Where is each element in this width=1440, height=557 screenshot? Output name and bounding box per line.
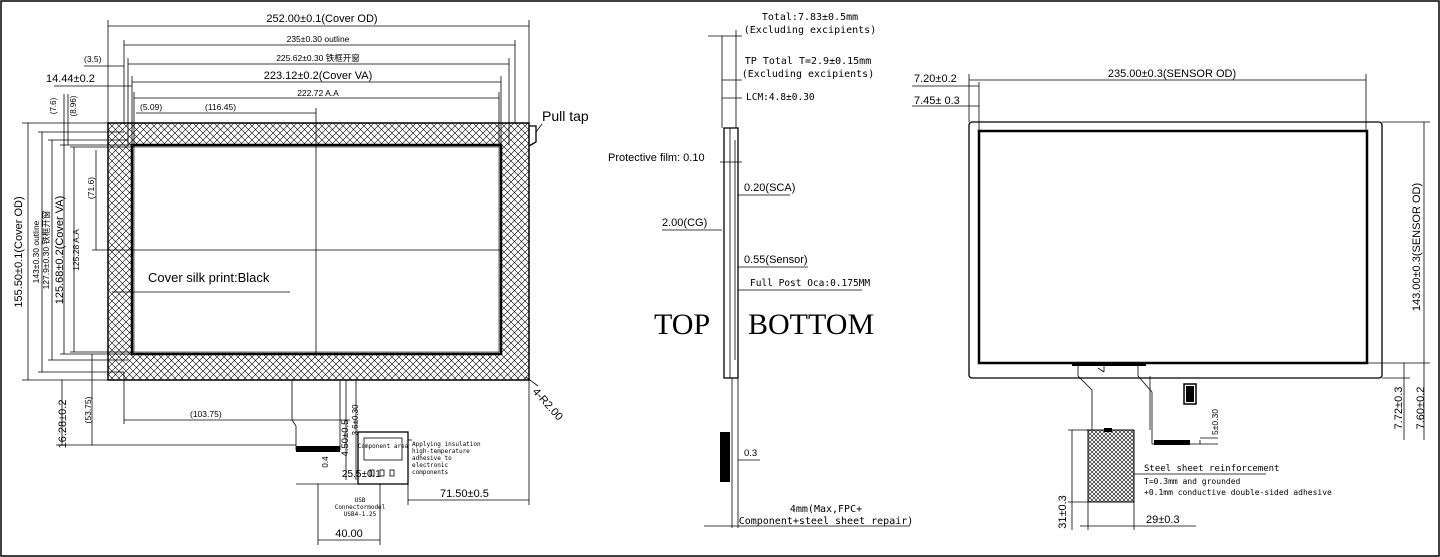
fpc-connector-black xyxy=(296,446,340,452)
dim-71-6: (71.6) xyxy=(86,177,96,199)
dim-4-50: 4.50±0.5 xyxy=(340,420,351,457)
sensor-fpc-left xyxy=(1077,366,1093,431)
sensor-od-width: 235.00±0.3(SENSOR OD) xyxy=(1108,68,1236,80)
tp-total-thickness: TP Total T=2.9±0.15mm xyxy=(745,56,871,67)
insulation-note-4: electronic xyxy=(412,462,449,469)
steel-note-1: Steel sheet reinforcement xyxy=(1144,464,1279,474)
dim-103-75: (103.75) xyxy=(190,409,222,419)
lcm-thickness: LCM:4.8±0.30 xyxy=(746,92,815,103)
bottom-label: BOTTOM xyxy=(748,308,874,341)
aa-height-label: 125.28 A.A xyxy=(71,229,81,271)
connector-label-2: Connectormodel xyxy=(335,504,386,511)
insulation-note-3: adhesive to xyxy=(412,455,452,462)
sensor-view: 7.20±0.2 7.45± 0.3 235.00±0.3(SENSOR OD)… xyxy=(912,68,1430,530)
front-view: 252.00±0.1(Cover OD) 235±0.30 outline 22… xyxy=(13,13,589,545)
cover-va-height-label: 125.68±0.2(Cover VA) xyxy=(54,196,66,305)
dim-0-4: 0.4 xyxy=(321,456,330,468)
dim-3-5: (3.5) xyxy=(84,54,102,64)
dim-40-00: 40.00 xyxy=(335,528,363,540)
bezel-height-label: 127.9±0.30 铁框开窗 xyxy=(41,211,51,290)
cg-label: 2.00(CG) xyxy=(662,217,707,229)
cover-va-width-label: 223.12±0.2(Cover VA) xyxy=(264,70,373,82)
dim-16-28: 16.28±0.2 xyxy=(57,400,69,449)
dim-71-50: 71.50±0.5 xyxy=(440,488,489,500)
dim-29: 29±0.3 xyxy=(1146,514,1180,526)
steel-sheet-reinforcement xyxy=(1087,429,1135,503)
steel-sheet-tab xyxy=(1104,428,1112,432)
cover-viewing-area xyxy=(130,143,503,356)
steel-note-3: +0.1mm conductive double-sided adhesive xyxy=(1144,488,1332,497)
sensor-fpc-right xyxy=(1137,366,1201,445)
sensor-fpc-contacts xyxy=(1154,440,1190,445)
dim-53-75: (53.75) xyxy=(83,396,93,423)
dim-7-60: 7.60±0.2 xyxy=(1415,387,1427,430)
sensor-fpc-stiffener-fill xyxy=(1186,386,1194,402)
steel-note-2: T=0.3mm and grounded xyxy=(1144,477,1241,486)
active-area xyxy=(133,146,500,353)
dim-7-6: (7.6) xyxy=(49,97,58,114)
sensor-outline xyxy=(968,121,1383,379)
pull-tap-shape xyxy=(528,125,537,147)
sensor-fpc-bond xyxy=(1072,362,1146,366)
component-board xyxy=(357,431,409,485)
dim-7-20: 7.20±0.2 xyxy=(914,73,957,85)
fpc-note-1: 4mm(Max,FPC+ xyxy=(790,504,862,515)
sensor-label: 0.55(Sensor) xyxy=(744,254,808,266)
stack-body xyxy=(723,127,739,379)
sca-label: 0.20(SCA) xyxy=(744,182,795,194)
bezel-width-label: 225.62±0.30 铁框开窗 xyxy=(276,53,360,63)
protective-film-label: Protective film: 0.10 xyxy=(608,152,705,164)
dim-8-96: (8.96) xyxy=(69,95,78,116)
dim-5: 5±0.30 xyxy=(1210,409,1220,435)
dim-7-72: 7.72±0.3 xyxy=(1393,387,1405,430)
oca-label: Full Post Oca:0.175MM xyxy=(750,278,870,289)
connector-label-1: USB xyxy=(355,497,366,504)
fpc-note-2: Component+steel sheet repair) xyxy=(739,516,914,527)
dim-116-45: (116.45) xyxy=(205,102,236,112)
insulation-note-1: Applying insulation xyxy=(412,441,481,448)
dim-3-6: 3.6±0.30 xyxy=(351,404,360,436)
dim-5-09: (5.09) xyxy=(140,102,162,112)
aa-width-label: 222.72 A.A xyxy=(297,88,339,98)
connector-label-3: USB4-1.25 xyxy=(344,511,377,518)
outline-height-label: 143±0.30 outline xyxy=(31,220,41,283)
cover-od-height-label: 155.50±0.1(Cover OD) xyxy=(13,196,25,307)
side-view: Total:7.83±0.5mm (Excluding excipients) … xyxy=(608,12,913,528)
side-dim-0-3: 0.3 xyxy=(744,448,757,459)
corner-radius-label: 4-R2.00 xyxy=(530,386,565,423)
insulation-note-2: high-temperature xyxy=(412,448,470,455)
silk-print-label: Cover silk print:Black xyxy=(148,270,270,285)
sensor-active-area xyxy=(977,129,1369,365)
component-area-box xyxy=(363,437,403,461)
cover-od-width-label: 252.00±0.1(Cover OD) xyxy=(266,13,377,25)
dim-7-45: 7.45± 0.3 xyxy=(914,95,960,107)
outline-width-label: 235±0.30 outline xyxy=(287,34,350,44)
insulation-note-5: components xyxy=(412,469,449,476)
total-thickness: Total:7.83±0.5mm xyxy=(762,12,858,23)
dim-14-44: 14.44±0.2 xyxy=(46,73,95,85)
dim-25-5: 25.5±0.1 xyxy=(342,469,381,480)
top-label: TOP xyxy=(654,308,710,341)
sensor-fpc-stiffener xyxy=(1183,383,1197,405)
sensor-od-height: 143.00±0.3(SENSOR OD) xyxy=(1411,183,1423,311)
steel-sheet-side xyxy=(720,432,730,482)
dim-31: 31±0.3 xyxy=(1057,495,1069,529)
total-thickness-note: (Excluding excipients) xyxy=(744,25,876,36)
component-area-label: Component area xyxy=(358,443,409,450)
fpc-tail xyxy=(291,380,341,451)
tp-total-note: (Excluding excipients) xyxy=(742,69,874,80)
pull-tap-label: Pull tap xyxy=(542,108,589,124)
